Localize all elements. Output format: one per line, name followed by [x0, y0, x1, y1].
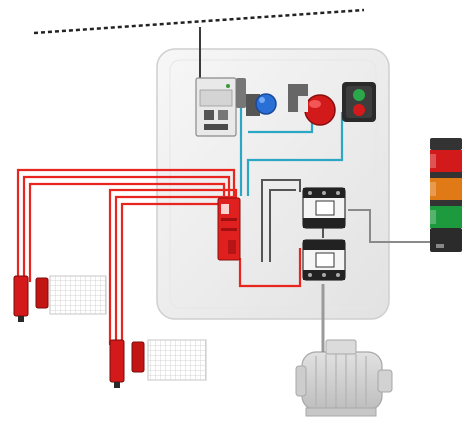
coded-magnetic-sensor-icon: [109, 339, 125, 383]
reset-pushbutton: [236, 78, 277, 116]
signal-light-orange: [430, 178, 462, 200]
mesh-guard-icon: [49, 275, 107, 315]
mesh-guard-icon: [147, 339, 207, 381]
coded-magnetic-sensor-icon: [13, 275, 29, 317]
safety-wiring: [16, 168, 302, 345]
contactor-top: [302, 187, 346, 229]
signal-light-green: [430, 206, 462, 228]
emergency-stop-icon: [304, 94, 336, 126]
sensor-actuator: [35, 277, 49, 309]
emergency-stop: [288, 84, 336, 126]
network-bus-dashed-line: [33, 8, 365, 35]
stop-button-icon: [353, 104, 365, 116]
power-supply: [195, 77, 237, 137]
electric-motor: [295, 339, 393, 417]
safety-relay: [217, 197, 241, 261]
start-stop-station: [342, 82, 376, 122]
contactor-bottom: [302, 239, 346, 281]
power-wiring: [261, 179, 432, 352]
guard-panel-left: [13, 275, 107, 322]
sensor-actuator: [131, 341, 145, 373]
blue-pushbutton-icon: [255, 93, 277, 115]
start-button-icon: [353, 89, 365, 101]
guard-panel-right: [109, 339, 207, 388]
signal-tower: [430, 138, 462, 252]
electric-motor-icon: [301, 351, 383, 411]
signal-light-red: [430, 150, 462, 172]
